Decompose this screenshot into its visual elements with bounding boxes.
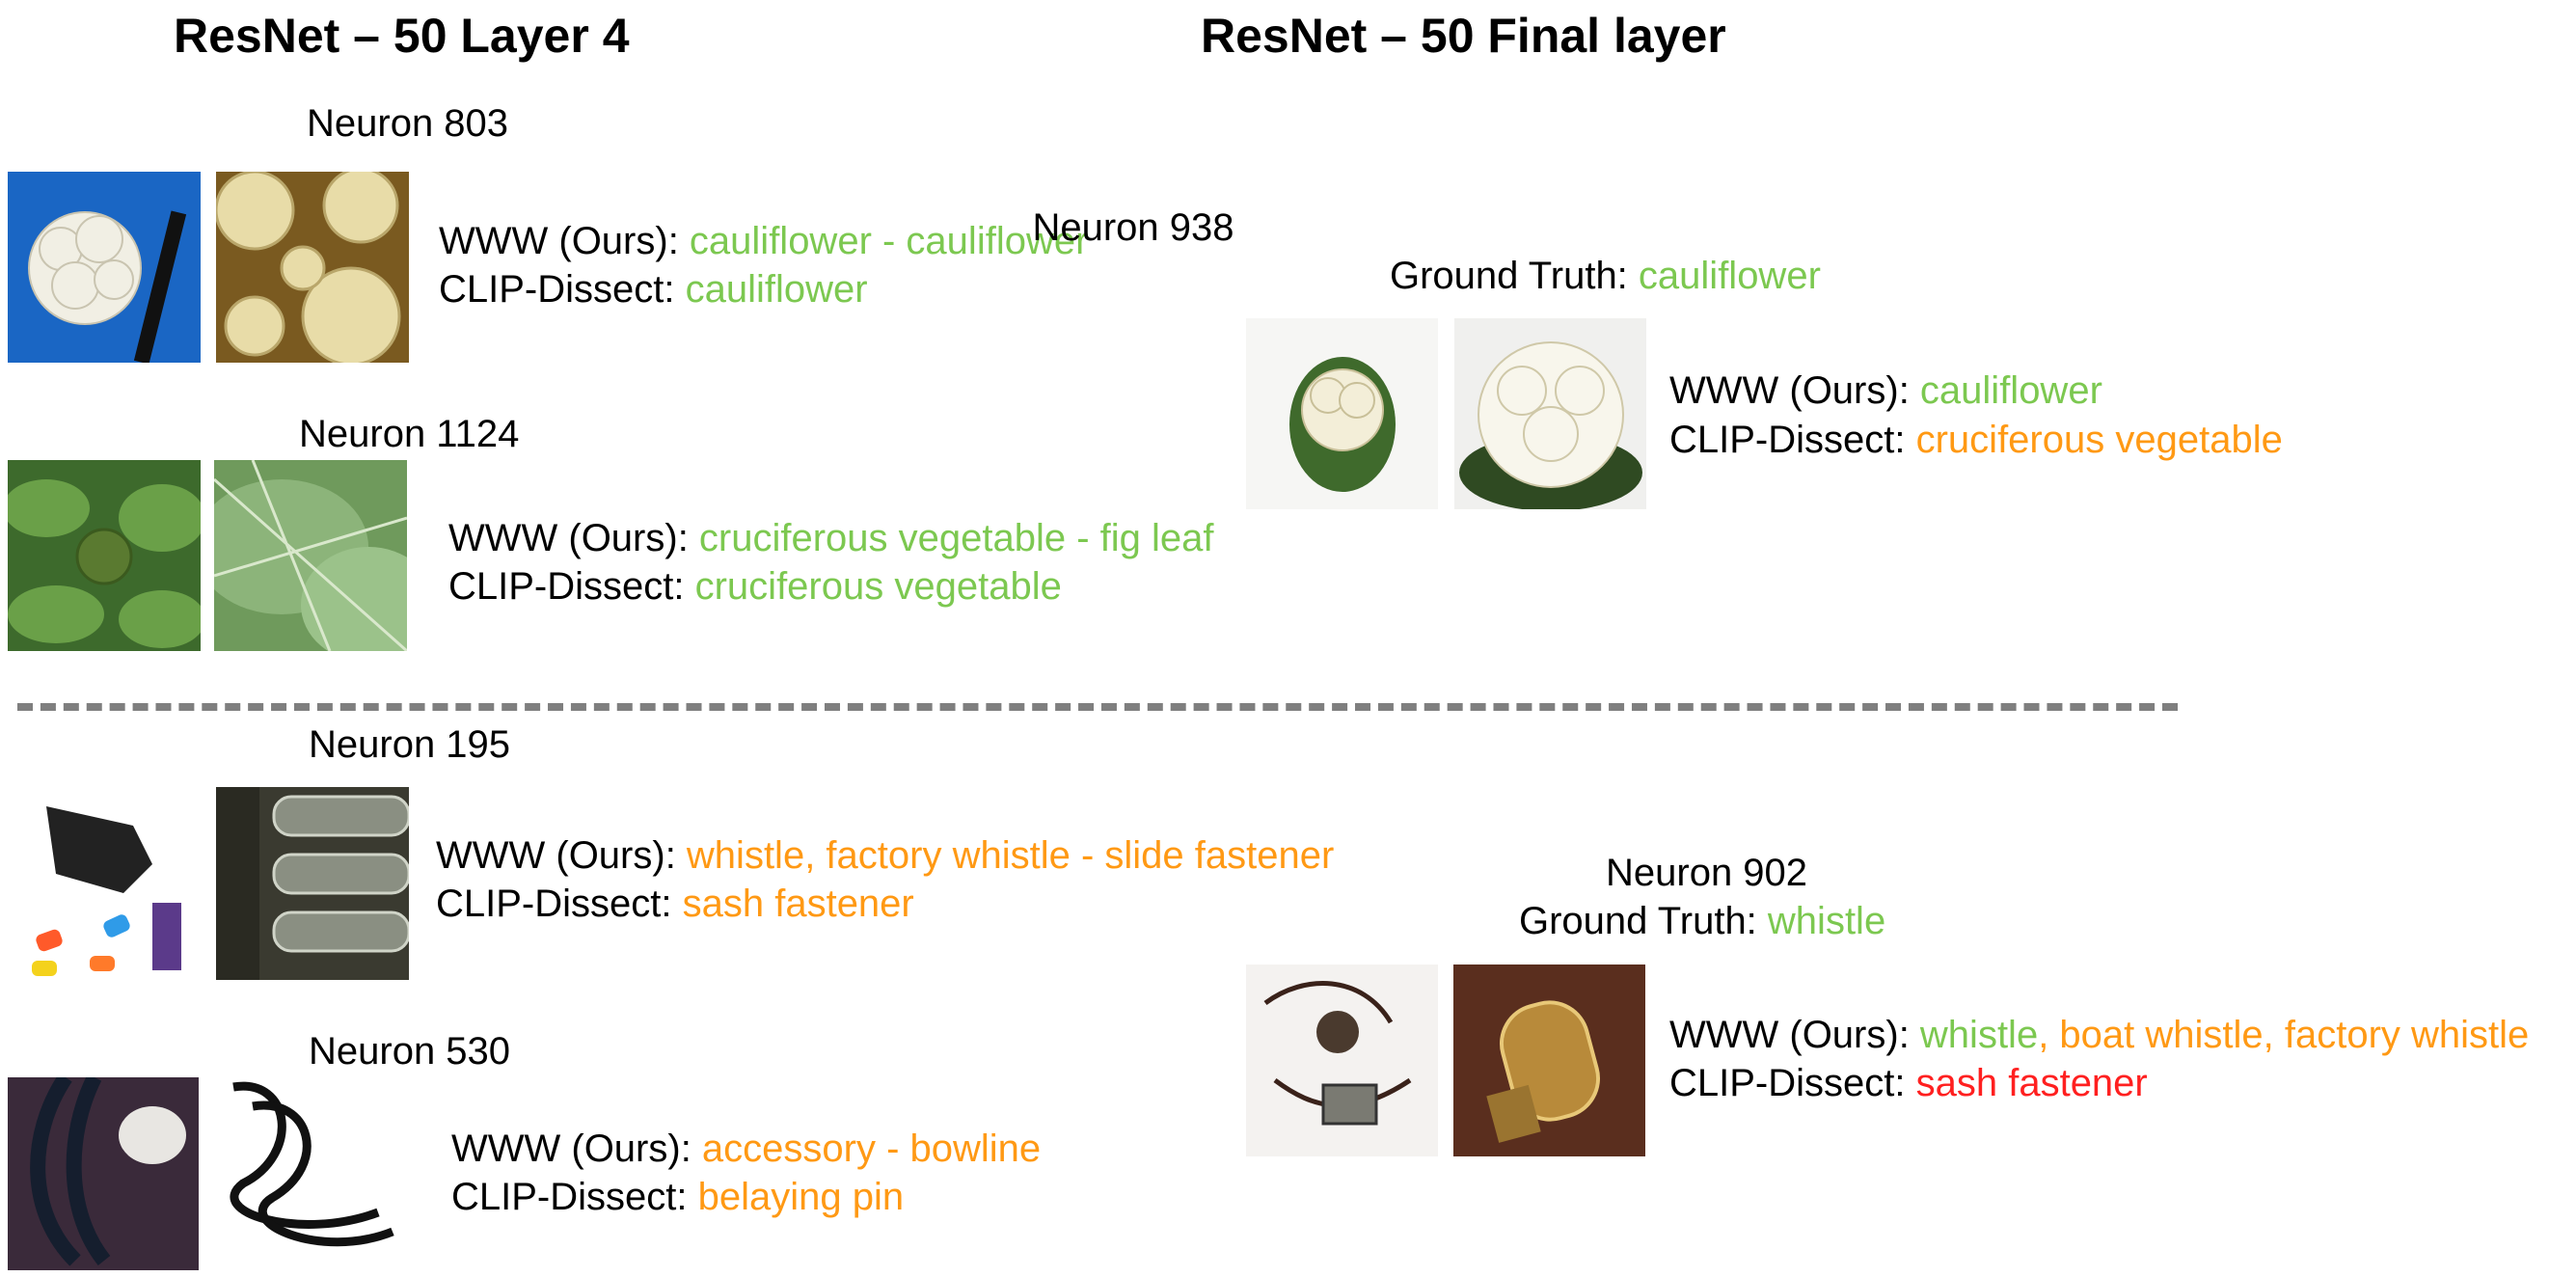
green-leaf-image [214,460,407,651]
ours-value: cauliflower - cauliflower [689,220,1089,262]
clip-result: CLIP-Dissect: cruciferous vegetable [1669,416,2283,465]
clip-label: CLIP-Dissect: [451,1176,698,1218]
ours-result: WWW (Ours): whistle, boat whistle, facto… [1669,1011,2529,1060]
ours-value: cauliflower [1919,369,2102,412]
dashed-divider [17,703,2178,711]
neuron-label: Neuron 1124 [299,413,520,455]
ours-value: whistle, factory whistle - slide fastene… [686,834,1335,877]
ours-result: WWW (Ours): cauliflower [1669,367,2102,416]
cauliflower-large-image [1454,318,1646,509]
neuron-label: Neuron 938 [1032,206,1234,249]
clip-label: CLIP-Dissect: [439,268,686,311]
ours-label: WWW (Ours): [1669,369,1920,412]
clip-result: CLIP-Dissect: cruciferous vegetable [448,562,1062,611]
whistles-image [8,787,201,980]
ground-truth: Ground Truth: cauliflower [1390,255,1821,298]
clip-value: cruciferous vegetable [694,565,1062,608]
clip-label: CLIP-Dissect: [436,883,683,925]
cauliflower-closeup-image [216,172,409,363]
whistle-on-lanyard-image [1246,965,1438,1156]
neuron-label: Neuron 902 [1606,852,1808,894]
ours-value: cruciferous vegetable - fig leaf [698,517,1214,559]
neuron-label: Neuron 803 [307,102,509,145]
clip-value: cruciferous vegetable [1915,419,2283,461]
ours-result: WWW (Ours): cruciferous vegetable - fig … [448,514,1214,563]
clip-result: CLIP-Dissect: cauliflower [439,265,868,314]
ground-truth: Ground Truth: whistle [1519,900,1885,943]
ours-value-part-1: whistle [1919,1014,2039,1056]
clip-label: CLIP-Dissect: [1669,419,1916,461]
ours-value: accessory - bowline [701,1128,1042,1170]
clip-result: CLIP-Dissect: sash fastener [436,880,914,929]
ours-label: WWW (Ours): [439,220,690,262]
left-column-title: ResNet – 50 Layer 4 [174,9,630,63]
cauliflower-on-blue-with-knife-image [8,172,201,363]
ours-label: WWW (Ours): [448,517,699,559]
neuron-label: Neuron 195 [309,723,511,766]
clip-label: CLIP-Dissect: [1669,1062,1916,1104]
ours-label: WWW (Ours): [451,1128,702,1170]
clip-result: CLIP-Dissect: belaying pin [451,1173,904,1222]
clip-value: sash fastener [1915,1062,2148,1104]
black-cord-image [224,1077,403,1270]
bolo-tie-image [8,1077,199,1270]
ours-value-part-2: , boat whistle, factory whistle [2038,1014,2530,1056]
clip-value: belaying pin [697,1176,905,1218]
right-column-title: ResNet – 50 Final layer [1201,9,1726,63]
zipper-closeup-image [216,787,409,980]
ours-label: WWW (Ours): [1669,1014,1920,1056]
ours-result: WWW (Ours): accessory - bowline [451,1125,1041,1174]
cauliflower-small-image [1246,318,1438,509]
ground-truth-label: Ground Truth: [1390,255,1639,297]
ours-label: WWW (Ours): [436,834,687,877]
ours-result: WWW (Ours): whistle, factory whistle - s… [436,831,1334,881]
clip-value: sash fastener [682,883,914,925]
brass-whistle-image [1453,965,1645,1156]
ground-truth-value: whistle [1767,900,1886,942]
clip-result: CLIP-Dissect: sash fastener [1669,1059,2148,1108]
ground-truth-value: cauliflower [1638,255,1821,297]
ours-result: WWW (Ours): cauliflower - cauliflower [439,217,1088,266]
ground-truth-label: Ground Truth: [1519,900,1768,942]
clip-label: CLIP-Dissect: [448,565,695,608]
clip-value: cauliflower [685,268,868,311]
broccoli-plant-image [8,460,201,651]
neuron-label: Neuron 530 [309,1030,511,1073]
